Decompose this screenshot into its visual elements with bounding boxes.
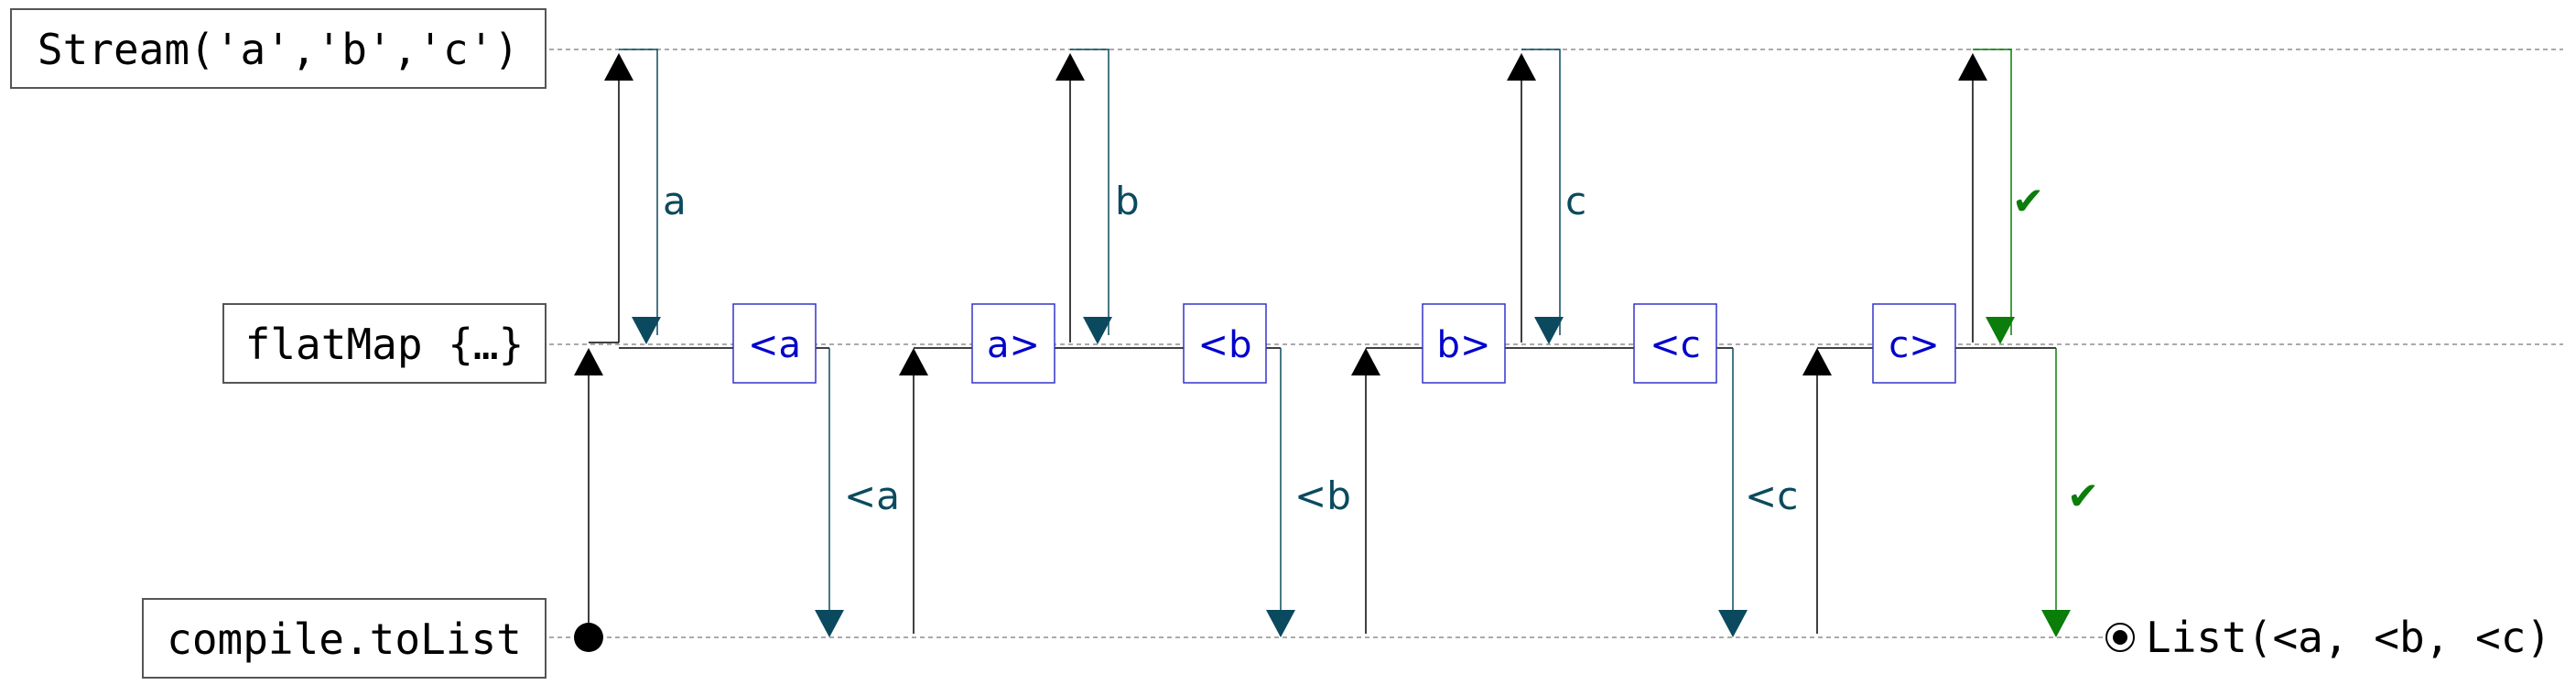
start-dot xyxy=(574,623,603,652)
lane-flatmap: flatMap {…} xyxy=(222,303,547,384)
upper-pull-arrow-1 xyxy=(1055,53,1085,81)
chip-2: <b xyxy=(1183,303,1267,384)
upper-pull-arrow-0 xyxy=(604,53,633,81)
chip-0-box xyxy=(732,303,817,384)
upper-pull-arrow-3 xyxy=(1958,53,1987,81)
chip-1-box xyxy=(971,303,1055,384)
lower-label-2: <c xyxy=(1745,473,1798,518)
chip-2-box xyxy=(1183,303,1267,384)
lane-source-box xyxy=(10,8,547,89)
lane-flatmap-label: flatMap {…} xyxy=(245,320,525,369)
chip-0: <a xyxy=(732,303,817,384)
lower-label-3: ✔ xyxy=(2067,473,2099,518)
lower-emit-arrow-3 xyxy=(2041,610,2071,637)
upper-element-line-2 xyxy=(1521,49,1561,335)
chip-2-label: <b xyxy=(1198,324,1252,366)
lower-pull-line-0 xyxy=(588,342,619,623)
chip-3: b> xyxy=(1422,303,1506,384)
lane-sink: compile.toList xyxy=(142,598,547,679)
upper-element-arrow-2 xyxy=(1534,317,1564,344)
upper-element-line-0 xyxy=(619,49,658,335)
lower-emit-arrow-2 xyxy=(1718,610,1748,637)
result-circle-icon xyxy=(2105,623,2135,652)
upper-pull-arrow-2 xyxy=(1507,53,1536,81)
arrowheads xyxy=(574,53,2071,637)
upper-label-3: ✔ xyxy=(2012,179,2044,223)
chip-1-label: a> xyxy=(987,324,1040,366)
edge-labels: a b c ✔ <a <b <c ✔ xyxy=(663,179,2099,518)
upper-label-1: b xyxy=(1115,179,1140,223)
upper-element-line-3 xyxy=(1973,49,2012,335)
lane-sink-box xyxy=(142,598,547,679)
lower-pull-arrow-2 xyxy=(1351,348,1380,375)
chip-4-box xyxy=(1633,303,1717,384)
lane-source-label: Stream('a','b','c') xyxy=(38,25,519,74)
lane-source: Stream('a','b','c') xyxy=(10,8,547,89)
lower-label-1: <b xyxy=(1294,473,1351,518)
chip-4: <c xyxy=(1633,303,1717,384)
upper-label-0: a xyxy=(663,179,687,223)
chip-5-box xyxy=(1872,303,1956,384)
chip-3-label: b> xyxy=(1437,324,1491,366)
lane-sink-label: compile.toList xyxy=(167,614,522,664)
chip-5: c> xyxy=(1872,303,1956,384)
upper-label-2: c xyxy=(1565,179,1586,223)
lower-pull-arrow-3 xyxy=(1802,348,1832,375)
result-text: List(<a, <b, <c) xyxy=(2146,613,2551,662)
result: List(<a, <b, <c) xyxy=(2105,613,2551,662)
lower-label-0: <a xyxy=(844,473,900,518)
lane-flatmap-box xyxy=(222,303,547,384)
chip-4-label: <c xyxy=(1650,324,1701,366)
lower-pull-arrow-0 xyxy=(574,348,603,375)
chip-3-box xyxy=(1422,303,1506,384)
lower-pull-arrow-1 xyxy=(899,348,928,375)
chip-1: a> xyxy=(971,303,1055,384)
upper-element-arrow-1 xyxy=(1083,317,1112,344)
lower-emit-arrow-1 xyxy=(1266,610,1295,637)
connection-lines xyxy=(588,49,2057,634)
upper-element-line-1 xyxy=(1070,49,1109,335)
chips: <a a> <b b> <c c> xyxy=(732,303,1956,384)
chip-5-label: c> xyxy=(1889,324,1940,366)
upper-element-arrow-3 xyxy=(1986,317,2015,344)
chip-0-label: <a xyxy=(748,324,801,366)
upper-element-arrow-0 xyxy=(632,317,661,344)
lower-emit-arrow-0 xyxy=(815,610,844,637)
